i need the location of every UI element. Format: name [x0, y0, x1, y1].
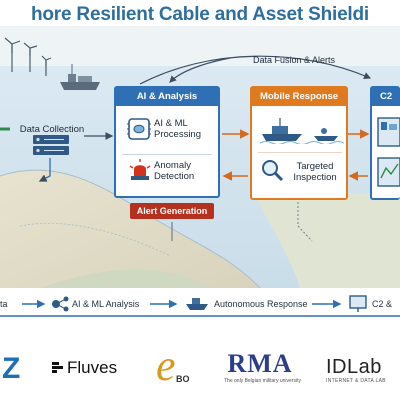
brain-chip-icon: [126, 116, 152, 142]
network-icon: [52, 297, 69, 312]
monitor-icon: [350, 296, 366, 312]
flow-step-c2: C2 &: [372, 299, 392, 309]
c2-header: C2: [372, 88, 400, 106]
flow-step-data: ta: [0, 299, 8, 309]
mobile-response-header: Mobile Response: [252, 88, 346, 106]
pipeline-flow: [0, 290, 400, 320]
ai-analysis-header: AI & Analysis: [116, 88, 218, 106]
vessel-icons: [258, 114, 344, 144]
ml-processing-line1: AI & ML: [154, 118, 218, 129]
anomaly-line2: Detection: [154, 171, 218, 182]
anomaly-detection-label: Anomaly Detection: [154, 160, 218, 182]
ml-processing-label: AI & ML Processing: [154, 118, 218, 140]
ebo-e-mark: e: [156, 344, 176, 388]
anomaly-line1: Anomaly: [154, 160, 218, 171]
alarm-siren-icon: [128, 158, 152, 182]
fluves-icon: [52, 360, 66, 374]
magnifier-icon: [260, 158, 284, 182]
rma-logo: RMA The only Belgian military university: [224, 350, 296, 384]
patrol-boat-icon: [186, 298, 208, 310]
data-fusion-label: Data Fusion & Alerts: [234, 55, 354, 66]
c2-panel: C2: [370, 86, 400, 200]
idlab-logo: IDLab INTERNET & DATA LAB: [326, 356, 400, 384]
rma-text: RMA: [224, 350, 296, 378]
rma-tagline: The only Belgian military university: [224, 378, 296, 384]
mobile-response-panel: Mobile Response Targeted Inspection: [250, 86, 348, 200]
targeted-line2: Inspection: [284, 172, 346, 183]
targeted-line1: Targeted: [284, 161, 346, 172]
ebo-logo: e BO: [154, 344, 200, 392]
monitor-icon: [376, 116, 400, 192]
jet-ski-icon: [314, 128, 338, 141]
alert-generation-badge: Alert Generation: [130, 203, 214, 219]
data-collection-label: Data Collection: [12, 124, 92, 135]
flow-step-autonomous-response: Autonomous Response: [214, 299, 308, 309]
targeted-inspection-label: Targeted Inspection: [284, 161, 346, 183]
divider: [258, 152, 342, 153]
patrol-boat-icon: [262, 118, 302, 141]
partner-logo-z: Z: [2, 352, 20, 386]
ml-processing-line2: Processing: [154, 129, 218, 140]
ebo-text: BO: [176, 374, 190, 384]
fluves-logo: Fluves: [67, 358, 117, 378]
idlab-tagline: INTERNET & DATA LAB: [326, 378, 400, 384]
page-title: hore Resilient Cable and Asset Shieldi: [0, 4, 400, 26]
ai-analysis-panel: AI & Analysis AI & ML Processing Anomaly…: [114, 86, 220, 198]
idlab-text: IDLab: [326, 356, 400, 378]
flow-step-ai-ml-analysis: AI & ML Analysis: [72, 299, 139, 309]
partner-logos: Z Fluves e BO RMA The only Belgian milit…: [0, 330, 400, 400]
divider: [122, 154, 212, 155]
